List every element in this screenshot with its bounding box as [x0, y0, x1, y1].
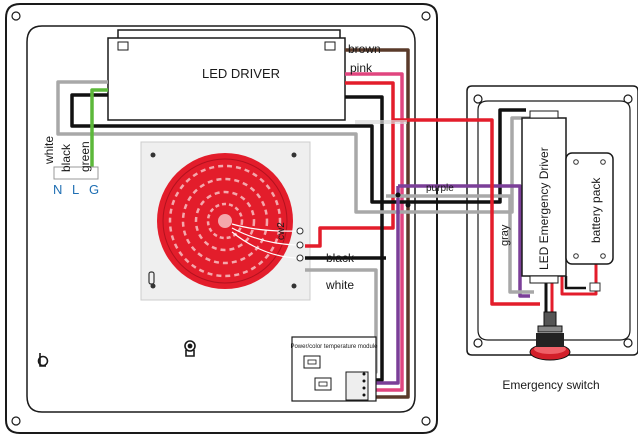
emergency-driver-tab [529, 275, 559, 284]
wire-label-gray: gray [499, 224, 511, 246]
battery-pack-label: battery pack [589, 177, 603, 243]
emergency-switch [529, 311, 571, 361]
battery-pack-box [565, 152, 614, 265]
keyhole-icon [184, 340, 196, 357]
terminal-label-n: N [53, 182, 62, 197]
mount-hole [623, 94, 633, 104]
battery-screw [600, 159, 606, 165]
mount-hole [421, 416, 431, 426]
module-terminals [362, 372, 366, 397]
board-lead [231, 223, 297, 232]
wire-green [90, 88, 108, 172]
module-switch-inner [307, 359, 317, 365]
emergency-driver-tab [529, 110, 559, 119]
latch-icon [37, 353, 49, 367]
wire-white-left [56, 80, 548, 214]
screw-hole [150, 152, 156, 158]
wire-junction [395, 192, 401, 198]
wire-battery-black [564, 276, 586, 290]
led-driver-slot [117, 41, 129, 51]
wire-label-black-right: black [326, 251, 355, 265]
module-switch-inner [318, 381, 328, 387]
wire-battery-red [560, 262, 598, 296]
board-terminal [296, 254, 304, 262]
module-label: Power/color temperature module [290, 344, 378, 350]
terminal-block [53, 166, 99, 180]
board-terminal [296, 241, 304, 249]
led-array [157, 153, 293, 289]
battery-screw [600, 253, 606, 259]
led-driver-box [107, 37, 346, 121]
wire-purple-down [368, 186, 400, 385]
board-terminal [296, 227, 304, 235]
wire-red-emergency [393, 118, 540, 306]
mount-hole [11, 11, 21, 21]
board-lead [231, 227, 297, 246]
wire-black-left [70, 93, 526, 204]
module-switch [314, 377, 332, 391]
led-driver-label: LED DRIVER [202, 66, 280, 81]
wire-label-green-left: green [78, 141, 92, 172]
wire-brown [345, 48, 410, 399]
mount-hole [11, 416, 21, 426]
wire-purple [398, 184, 530, 298]
mount-hole [473, 94, 483, 104]
led-driver-slot [324, 41, 336, 51]
mount-hole [473, 338, 483, 348]
wire-label-pink: pink [350, 61, 373, 75]
mount-hole [623, 338, 633, 348]
emergency-driver-box [521, 117, 567, 277]
wire-label-white-left: white [42, 136, 56, 165]
wire-label-white-right: white [325, 278, 354, 292]
screw-hole [291, 152, 297, 158]
battery-screw [573, 159, 579, 165]
board-slot [148, 271, 155, 285]
module-switch [303, 355, 321, 369]
terminal-label-l: L [72, 182, 79, 197]
wire-label-brown: brown [348, 42, 381, 56]
wire-label-purple: purple [426, 183, 454, 194]
screw-hole [291, 283, 297, 289]
led-driver-tab [117, 29, 341, 38]
board-lead [231, 231, 297, 259]
emergency-driver-label: LED Emergency Driver [537, 147, 551, 270]
wire-gray [386, 194, 534, 294]
battery-connector [589, 282, 601, 292]
emergency-switch-label: Emergency switch [502, 378, 599, 392]
wire-red-driver [305, 81, 395, 248]
screw-hole [150, 283, 156, 289]
wire-junction [405, 202, 411, 208]
board-marking: cw2 [276, 222, 287, 240]
battery-screw [573, 253, 579, 259]
mount-hole [421, 11, 431, 21]
wire-label-black-left: black [59, 143, 73, 172]
wire-clamp [355, 120, 407, 124]
module-terminal-strip [345, 371, 369, 401]
terminal-label-g: G [89, 182, 99, 197]
wire-pink [345, 72, 404, 392]
